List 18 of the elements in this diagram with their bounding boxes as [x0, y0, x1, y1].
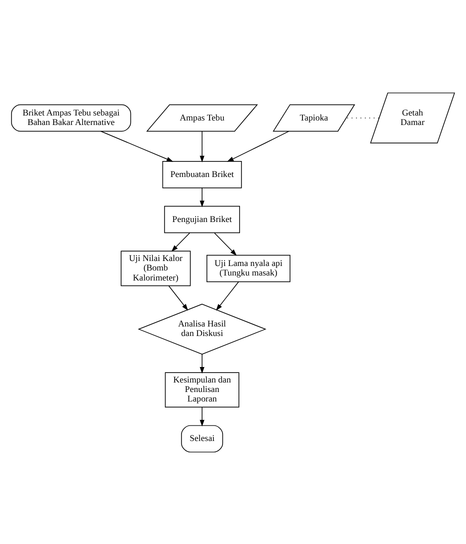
arrow	[214, 232, 237, 256]
arrow	[168, 285, 188, 310]
arrow	[100, 130, 174, 162]
connector	[346, 117, 380, 118]
arrow	[200, 406, 204, 426]
arrow	[226, 130, 290, 162]
arrow	[200, 130, 204, 162]
arrow	[216, 280, 239, 310]
node-box: Uji Nilai Kalor (Bomb Kalorimeter)	[120, 250, 191, 286]
arrow	[200, 353, 204, 374]
node-box: Pembuatan Briket	[162, 160, 242, 188]
node-box: Kesimpulan dan Penulisan Laporan	[164, 372, 240, 408]
node-box: Briket Ampas Tebu sebagai Bahan Bakar Alternative	[11, 104, 132, 132]
node-box: Uji Lama nyala api (Tungku masak)	[206, 254, 290, 282]
node-box: Pengujian Briket	[164, 205, 240, 233]
arrow	[171, 232, 190, 252]
arrow	[200, 187, 204, 207]
node-box: Selesai	[181, 424, 224, 452]
